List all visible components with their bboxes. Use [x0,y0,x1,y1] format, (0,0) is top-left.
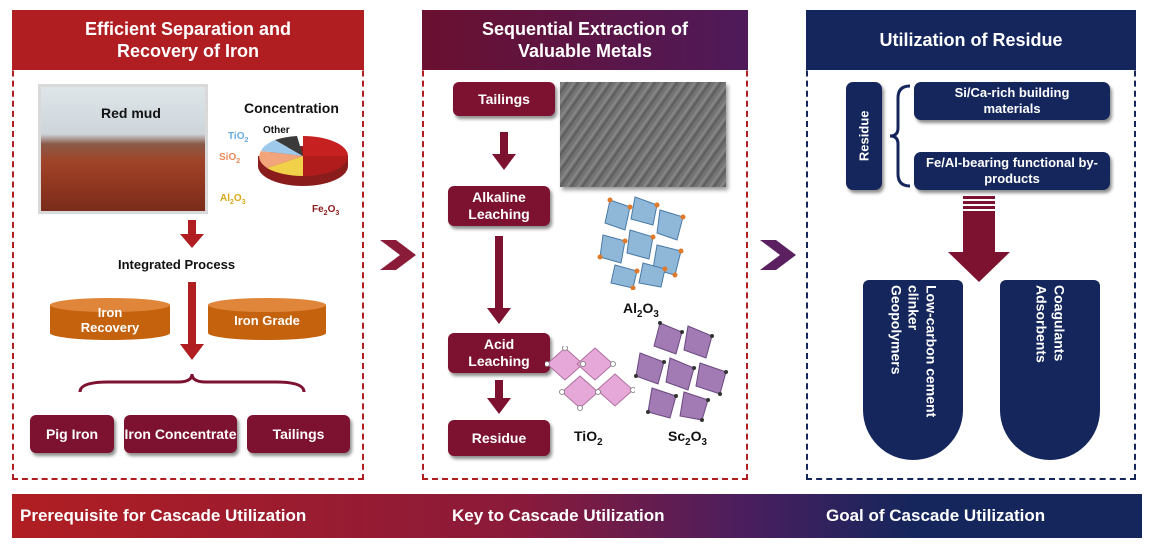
al-sub: 2 [230,199,234,206]
tailings-step-label: Tailings [478,90,530,107]
al2o3-sub2: 2 [637,308,643,320]
sc2o3-sub3: 3 [701,436,707,448]
fe-o-sub: 3 [335,210,340,217]
footer-prerequisite: Prerequisite for Cascade Utilization [20,506,307,525]
al2o3-slice [267,156,303,176]
acid-leaching-label: Acid Leaching [468,336,530,369]
tio2-text: TiO [228,131,245,142]
pig-iron-box: Pig Iron [30,415,114,453]
iron-recovery-cylinder: Iron Recovery [50,298,170,340]
pie-label-other: Other [263,125,290,136]
sc2o3-o-text: O [690,428,702,444]
sio2-slice [259,151,303,168]
panel2-header: Sequential Extraction of Valuable Metals [422,10,748,70]
arrow-down-icon [180,282,204,360]
tio2-mat-sub: 2 [597,436,603,448]
arrow-down-icon [948,196,1010,282]
tailings-product-label: Tailings [272,425,325,442]
cascade-footer-bar [12,494,1142,538]
residue-step-box: Residue [448,420,550,456]
cylinder-shape [208,298,326,340]
pie-label-fe2o3: Fe2O3 [312,204,339,217]
tio2-sub: 2 [244,137,249,144]
sc2o3-sub2: 2 [685,436,691,448]
geopolymers-label: Geopolymers [888,285,905,375]
building-materials-box: Si/Ca-rich building materials [914,82,1110,120]
pig-iron-label: Pig Iron [45,425,99,442]
fe-text: Fe [312,204,324,215]
alkaline-leaching-label: Alkaline Leaching [468,189,530,222]
tio2-label: TiO2 [574,428,603,448]
al-o-sub: 3 [241,199,246,206]
iron-concentrate-label: Iron Concentrate [124,425,237,442]
iron-recovery-label: Iron Recovery [80,305,140,335]
iron-grade-cylinder: Iron Grade [208,298,326,340]
sio2-text: SiO [219,152,237,163]
right-shape-text-group: Coagulants Adsorbents [1033,285,1068,445]
adsorbents-label: Adsorbents [1034,285,1050,363]
arrow-down-icon [492,132,516,170]
low-carbon-cement-label: Low-carbon cement clinker [905,285,940,418]
cylinder-shape [50,298,170,340]
chevron-right-icon [760,240,796,270]
brace-icon [78,373,306,393]
tailings-step-box: Tailings [453,82,555,116]
pie-label-sio2: SiO2 [219,152,240,165]
tailings-product-box: Tailings [247,415,350,453]
al-text: Al [220,193,230,204]
footer-key: Key to Cascade Utilization [452,506,665,525]
panel2-title: Sequential Extraction of Valuable Metals [481,18,689,62]
integrated-process-label: Integrated Process [118,257,236,272]
concentration-label: Concentration [244,100,339,116]
adsorbents-coagulants-shape: Coagulants Adsorbents [1000,280,1100,460]
functional-byproducts-box: Fe/Al-bearing functional by-products [914,152,1110,190]
panel1-title: Efficient Separation and Recovery of Iro… [84,18,292,62]
composition-pie-chart [258,136,348,186]
sio2-sub: 2 [236,158,241,165]
iron-grade-label: Iron Grade [234,313,300,328]
brace-icon [889,84,911,188]
arrow-down-icon [487,236,511,324]
acid-leaching-box: Acid Leaching [448,333,550,373]
pie-label-tio2: TiO2 [228,131,248,144]
iron-concentrate-box: Iron Concentrate [124,415,237,453]
other-slice [275,136,303,156]
pie-label-al2o3: Al2O3 [220,193,246,206]
red-mud-photo: Red mud [38,84,208,214]
building-materials-label: Si/Ca-rich building materials [954,85,1070,116]
footer-goal: Goal of Cascade Utilization [826,506,1046,525]
sc2o3-text: Sc [668,428,686,444]
fe-o-text: O [327,204,336,215]
coagulants-label: Coagulants [1051,285,1068,362]
al2o3-crystal-structure [597,196,686,290]
al2o3-text: Al [623,300,637,316]
tio2-mat-text: TiO [574,428,598,444]
al-o-text: O [233,193,242,204]
left-shape-text-group: Low-carbon cement clinker Geopolymers [887,285,940,455]
alkaline-leaching-box: Alkaline Leaching [448,186,550,226]
red-mud-label: Red mud [101,105,161,121]
tio2-crystal-structure [545,346,635,411]
fe-sub: 2 [323,210,328,217]
fe2o3-slice [303,136,348,156]
residue-vertical-label: Residue [856,110,872,162]
chevron-right-icon [380,240,416,270]
functional-byproducts-label: Fe/Al-bearing functional by-products [926,155,1098,186]
arrow-down-icon [180,220,204,248]
panel3-header: Utilization of Residue [806,10,1136,70]
residue-step-label: Residue [471,429,527,446]
al2o3-sub3: 3 [653,308,659,320]
sc2o3-crystal-structure [634,321,728,422]
al2o3-o-text: O [642,300,654,316]
tailings-sem-image [560,82,726,187]
tio2-slice [261,140,303,156]
panel3-title: Utilization of Residue [879,29,1063,50]
panel1-header: Efficient Separation and Recovery of Iro… [12,10,364,70]
arrow-down-icon [487,380,511,414]
residue-vertical-box: Residue [846,82,882,190]
al2o3-label: Al2O3 [623,300,659,320]
geopolymer-cement-shape: Low-carbon cement clinker Geopolymers [863,280,963,460]
sc2o3-label: Sc2O3 [668,428,707,448]
